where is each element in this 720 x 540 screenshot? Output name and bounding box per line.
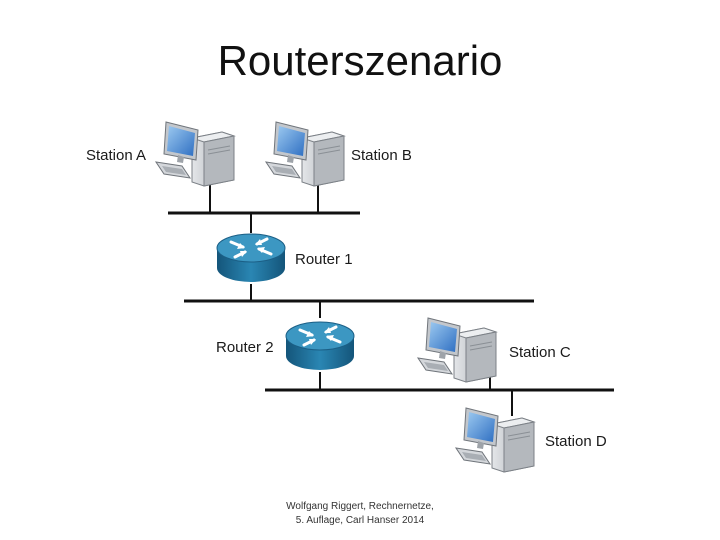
station-d: Station D [455,407,607,473]
station-b-label: Station B [351,147,412,164]
station-b: Station B [265,121,412,187]
citation-line-1: Wolfgang Riggert, Rechnernetze, [286,501,434,512]
router-2-label: Router 2 [216,339,274,356]
citation: Wolfgang Riggert, Rechnernetze, 5. Aufla… [286,501,434,526]
router-1: Router 1 [215,232,353,284]
router-icon [284,320,356,372]
station-a: Station A [86,121,235,187]
citation-line-2: 5. Auflage, Carl Hanser 2014 [296,515,425,526]
router-2: Router 2 [216,320,356,372]
station-c: Station C [417,317,571,383]
workstation-icon [265,121,345,187]
router-icon [215,232,287,284]
router-1-label: Router 1 [295,251,353,268]
page-title: Routerszenario [218,37,503,84]
station-d-label: Station D [545,433,607,450]
workstation-icon [455,407,535,473]
station-a-label: Station A [86,147,146,164]
workstation-icon [155,121,235,187]
workstation-icon [417,317,497,383]
station-c-label: Station C [509,344,571,361]
